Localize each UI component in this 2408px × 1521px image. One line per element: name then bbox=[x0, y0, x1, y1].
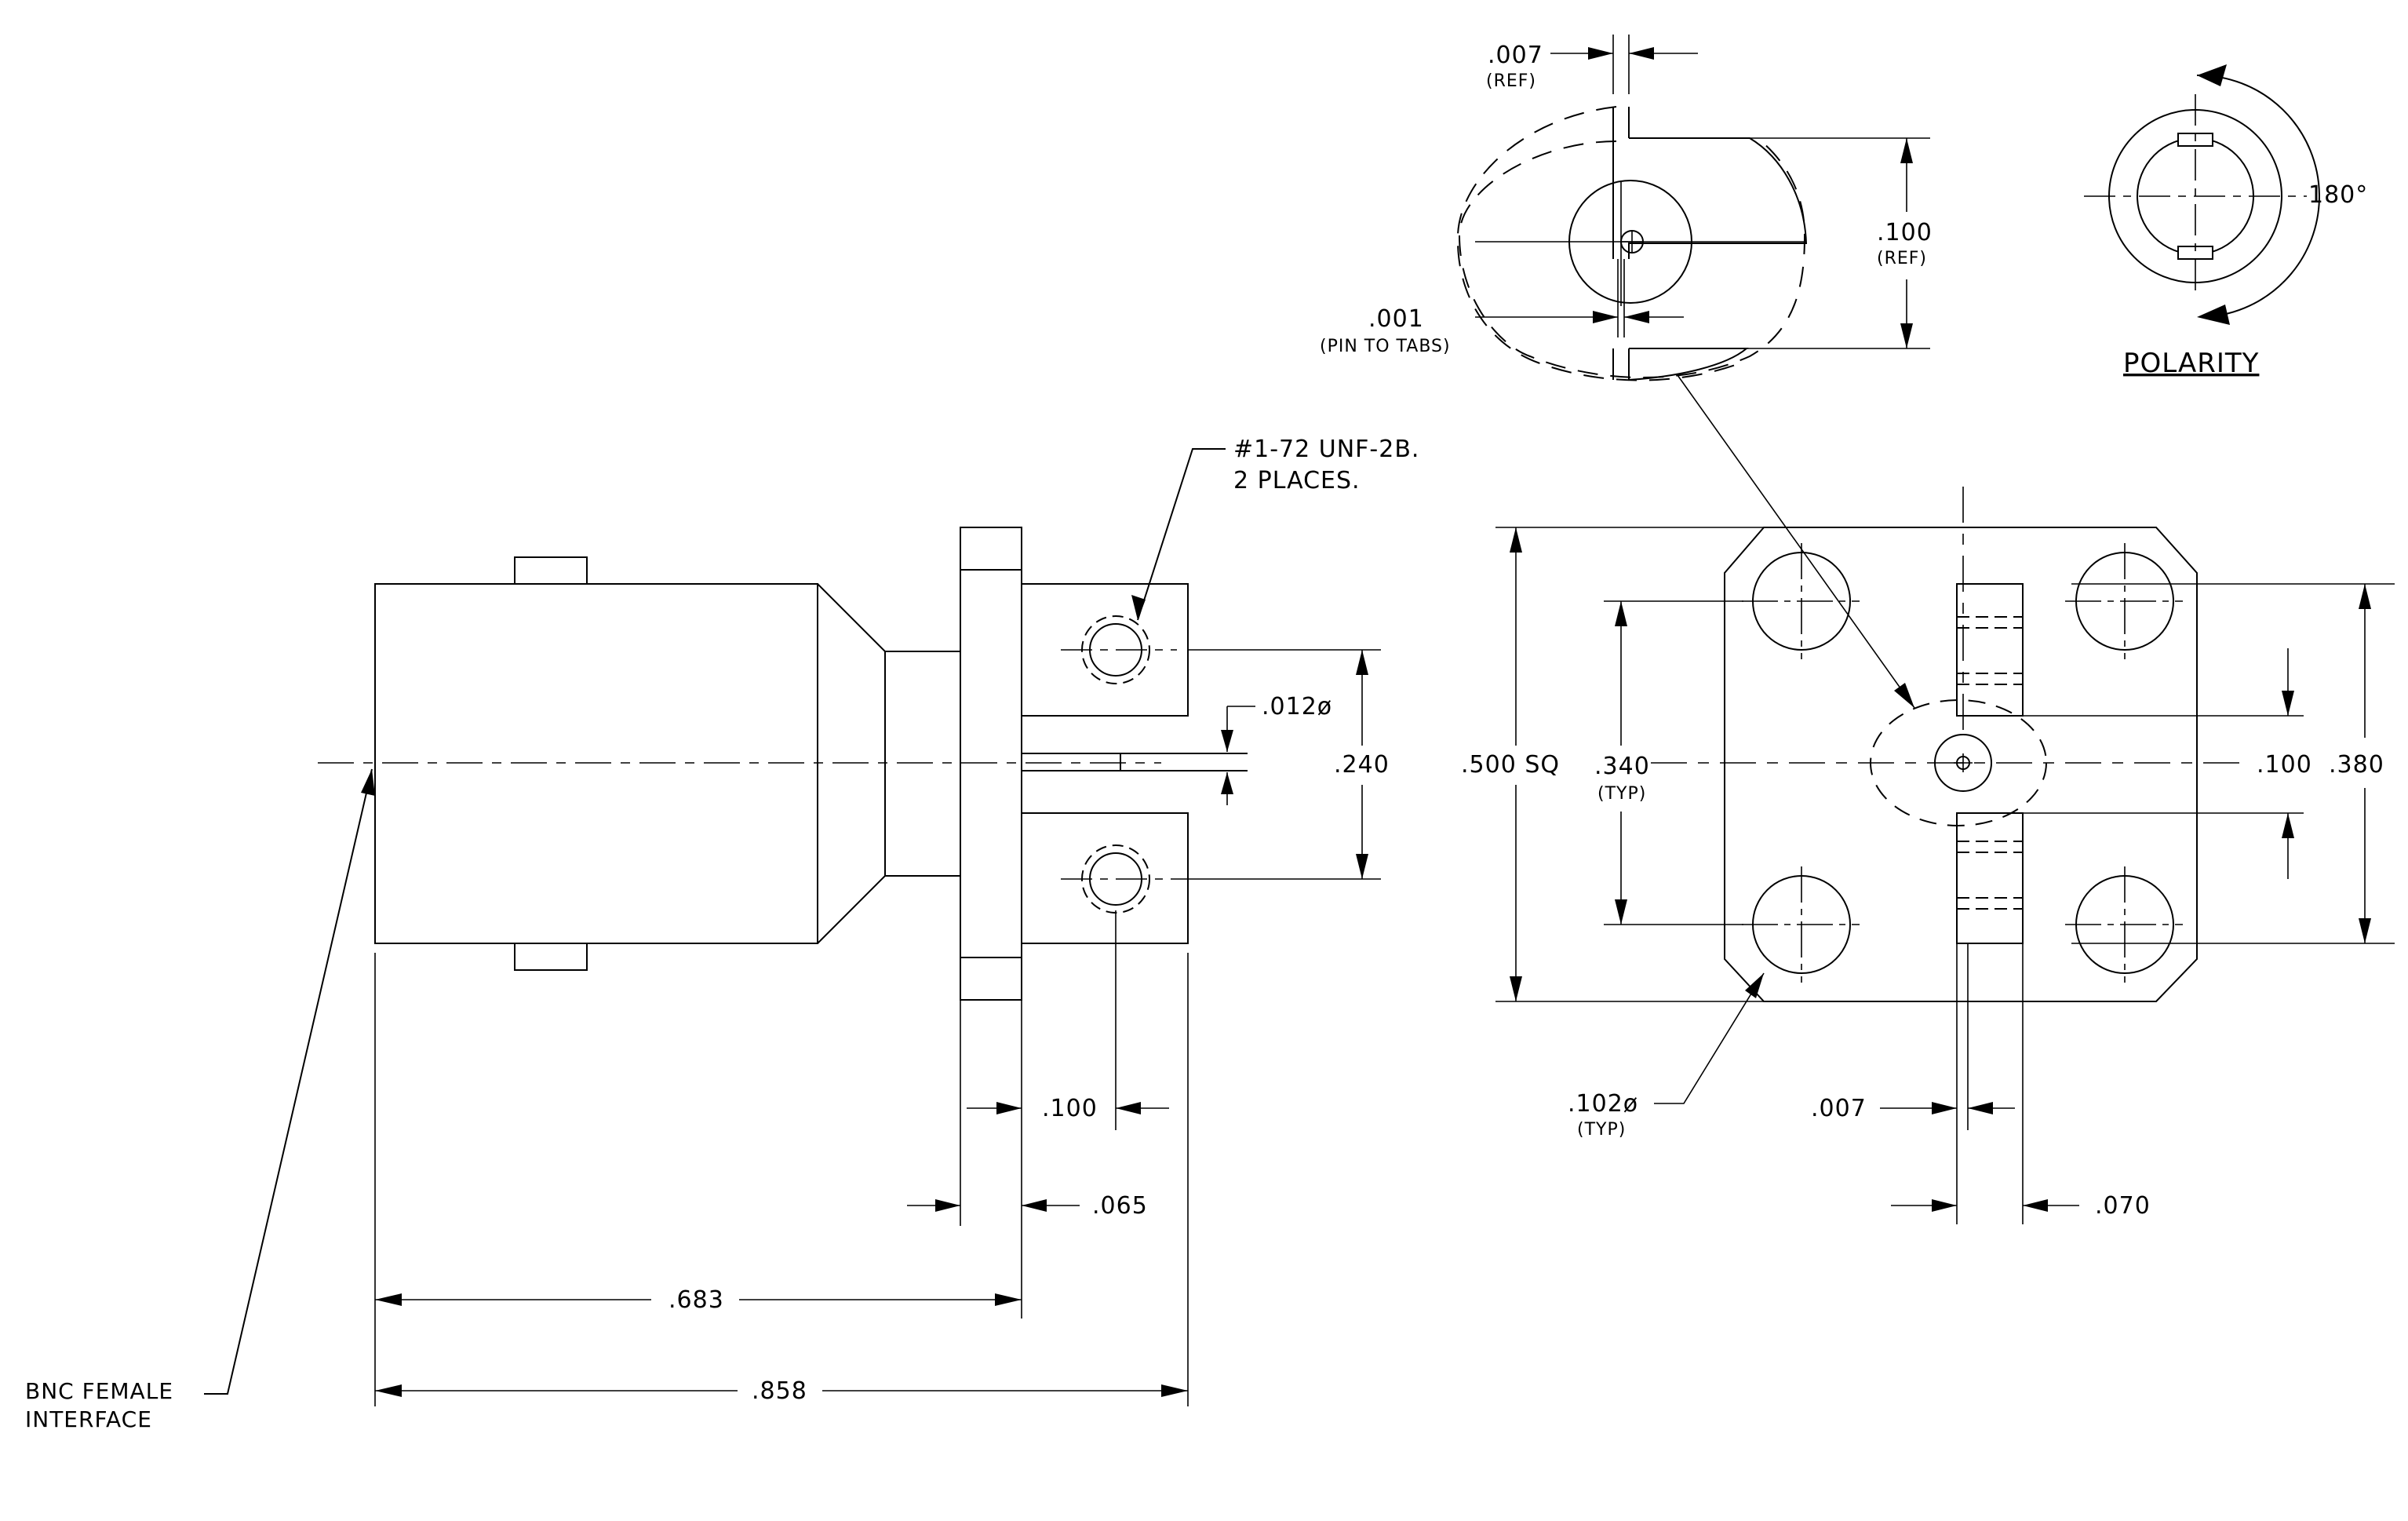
bnc-leader bbox=[204, 768, 373, 1395]
dim-340-arrow-bottom bbox=[1615, 899, 1627, 925]
front-view: .500 SQ .340 (TYP) .100 .380 .102ø (TYP) bbox=[1461, 487, 2395, 1224]
bnc-label-line2: INTERFACE bbox=[25, 1406, 152, 1432]
dim-065-label: .065 bbox=[1092, 1192, 1148, 1220]
side-view: #1-72 UNF-2B. 2 PLACES. .012ø .240 .100 … bbox=[25, 436, 1419, 1432]
dim-340-arrow-top bbox=[1615, 601, 1627, 626]
dim-070-arrow-right bbox=[2023, 1199, 2048, 1212]
dim-007-ref-label: .007 bbox=[1488, 42, 1543, 69]
dim-065-arrow-right bbox=[1022, 1199, 1047, 1212]
detail-leader bbox=[1677, 374, 1915, 709]
thread-callout-line2: 2 PLACES. bbox=[1233, 467, 1361, 494]
pin-dia-label: .012ø bbox=[1262, 693, 1332, 720]
contact-pin bbox=[1021, 753, 1121, 771]
dim-683-label: .683 bbox=[668, 1286, 724, 1314]
body-taper bbox=[817, 583, 886, 944]
dim-007-ref-arrow-left bbox=[1588, 47, 1613, 60]
dim-100-arrow-right bbox=[1116, 1102, 1141, 1114]
body-top-tab bbox=[514, 556, 588, 585]
polarity-arrow-top bbox=[2197, 64, 2227, 86]
dim-070-arrow-left bbox=[1932, 1199, 1957, 1212]
angle-180-label: 180° bbox=[2308, 181, 2368, 209]
typ-label-1: (TYP) bbox=[1597, 784, 1646, 804]
hole-dia-leader bbox=[1654, 972, 1765, 1104]
pin-dia-arrow-top bbox=[1221, 730, 1233, 752]
dim-065-arrow-left bbox=[935, 1199, 960, 1212]
pin-to-tabs-label: (PIN TO TABS) bbox=[1320, 337, 1451, 356]
pin-dia-arrow-bottom bbox=[1221, 772, 1233, 794]
lower-contact-tab bbox=[1956, 812, 2024, 944]
dim-380-label: .380 bbox=[2329, 751, 2384, 779]
detail-dashed-outline bbox=[1459, 137, 1806, 378]
bnc-label-line1: BNC FEMALE bbox=[25, 1378, 173, 1404]
dim-100-side-label: .100 bbox=[1042, 1095, 1098, 1122]
dim-001-label: .001 bbox=[1368, 305, 1424, 333]
dim-007-ref-arrow-right bbox=[1629, 47, 1654, 60]
dim-007f-arrow-left bbox=[1932, 1102, 1957, 1114]
dim-340-label: .340 bbox=[1594, 753, 1650, 780]
detail-upper-tab bbox=[1612, 107, 1808, 259]
dim-007f-arrow-right bbox=[1968, 1102, 1993, 1114]
ref-label-2: (REF) bbox=[1877, 249, 1927, 268]
dim-858-arrow-right bbox=[1161, 1384, 1188, 1397]
square-flange bbox=[1724, 527, 2198, 1002]
neck bbox=[884, 651, 961, 877]
dim-683-arrow-right bbox=[995, 1293, 1022, 1306]
dim-100f-arrow-top bbox=[2282, 691, 2294, 716]
dim-070-label: .070 bbox=[2095, 1192, 2151, 1220]
dim-380-arrow-bottom bbox=[2359, 918, 2371, 943]
polarity-view: 180° POLARITY bbox=[2084, 64, 2368, 379]
dim-001-arrow-left bbox=[1593, 311, 1618, 323]
hole-dia-label: .102ø bbox=[1568, 1090, 1638, 1118]
upper-contact-tab bbox=[1956, 583, 2024, 717]
dim-100-arrow-left bbox=[996, 1102, 1022, 1114]
detail-leader-arrow bbox=[1894, 683, 1914, 708]
dim-100-ref-arrow-top bbox=[1900, 138, 1913, 163]
polarity-title: POLARITY bbox=[2123, 348, 2259, 379]
dim-100-ref-label: .100 bbox=[1877, 219, 1933, 246]
dim-007-front-label: .007 bbox=[1811, 1095, 1867, 1122]
body-bottom-tab bbox=[514, 943, 588, 971]
detail-ellipse-dashed bbox=[1456, 106, 1743, 381]
ref-label-1: (REF) bbox=[1486, 71, 1536, 91]
lower-mount-tab bbox=[1022, 812, 1189, 944]
dim-100f-arrow-bottom bbox=[2282, 813, 2294, 838]
thread-callout-line1: #1-72 UNF-2B. bbox=[1233, 436, 1419, 463]
hole-dia-arrow bbox=[1745, 973, 1764, 998]
bnc-body bbox=[374, 583, 818, 944]
detail-lower-tab bbox=[1612, 348, 1749, 381]
dim-001-arrow-right bbox=[1624, 311, 1649, 323]
dim-100-front-label: .100 bbox=[2257, 751, 2312, 779]
flange bbox=[960, 527, 1022, 1001]
dim-240-arrow-bottom bbox=[1356, 854, 1368, 879]
thread-arrowhead bbox=[1131, 595, 1146, 620]
polarity-arrow-bottom bbox=[2197, 305, 2230, 325]
dim-500-sq-label: .500 SQ bbox=[1461, 751, 1560, 779]
typ-label-2: (TYP) bbox=[1577, 1120, 1626, 1140]
dim-240-label: .240 bbox=[1334, 751, 1390, 779]
bnc-arrowhead bbox=[361, 769, 375, 796]
dim-500-arrow-bottom bbox=[1510, 976, 1522, 1001]
dim-240-arrow-top bbox=[1356, 650, 1368, 675]
dim-858-arrow-left bbox=[375, 1384, 402, 1397]
detail-view: .007 (REF) .100 (REF) .001 (PIN TO TABS) bbox=[1320, 35, 1933, 709]
dim-100-ref-arrow-bottom bbox=[1900, 323, 1913, 348]
polarity-rotation-arc bbox=[2196, 74, 2320, 318]
dim-380-arrow-top bbox=[2359, 584, 2371, 609]
thread-leader bbox=[1137, 448, 1226, 621]
dim-858-label: .858 bbox=[752, 1377, 807, 1405]
dim-683-arrow-left bbox=[375, 1293, 402, 1306]
dim-500-arrow-top bbox=[1510, 527, 1522, 553]
